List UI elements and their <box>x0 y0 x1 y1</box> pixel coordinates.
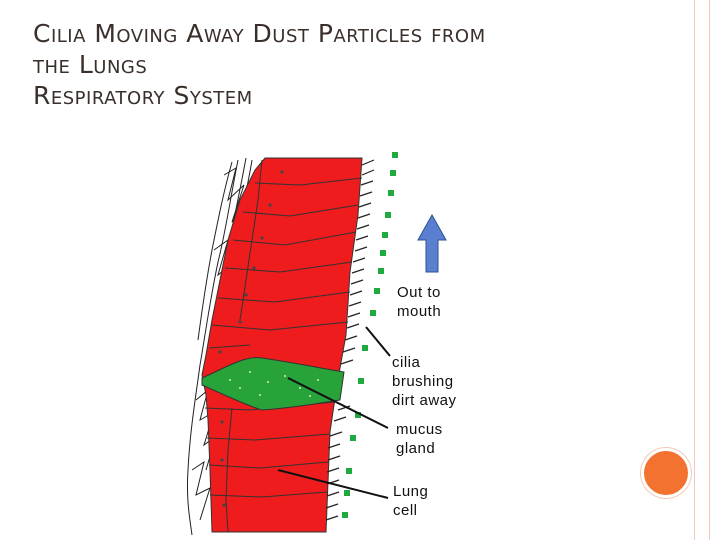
decorative-circle <box>641 448 691 498</box>
label-cilia: cilia brushing dirt away <box>392 354 457 409</box>
slide-title: Cilia Moving Away Dust Particles from th… <box>33 18 486 111</box>
label-lung-cell: Lung cell <box>393 483 429 519</box>
cilia-hairs <box>325 159 375 521</box>
mucus-gland <box>201 357 345 411</box>
title-line-1: Cilia Moving Away Dust Particles from <box>33 19 486 48</box>
label-mucus-gland: mucus gland <box>396 421 443 457</box>
up-arrow-icon <box>417 213 447 273</box>
label-out-to-mouth: Out to mouth <box>397 284 442 320</box>
title-line-2: the Lungs <box>33 50 148 79</box>
cell-nuclei <box>218 170 284 507</box>
leader-lines <box>277 326 391 499</box>
dust-particles <box>342 152 398 518</box>
slide-frame-border <box>694 0 710 540</box>
lung-cell-layer <box>201 157 363 533</box>
title-line-3: Respiratory System <box>33 81 253 110</box>
cilia-diagram <box>186 152 447 536</box>
